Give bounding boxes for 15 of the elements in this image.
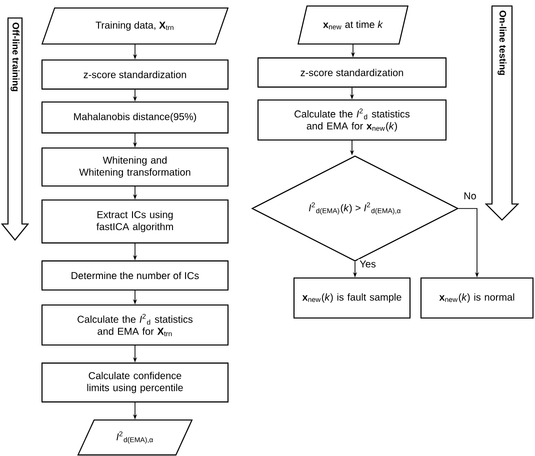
process-box: Determine the number of ICs: [41, 260, 229, 291]
process-box: Calculate the I$^{2}$$_{d}$ statistics and EMA for X$_{trn}$: [41, 304, 229, 346]
process-box: z-score standardization: [257, 57, 447, 88]
process-box: Whitening and Whitening transformation: [41, 147, 229, 187]
process-box: x$_{new}$(k) is normal: [420, 277, 534, 319]
edge-label: Yes: [358, 259, 378, 269]
edge-label: No: [462, 191, 478, 201]
process-box: Calculate confidence limits using percentile: [41, 362, 229, 402]
process-box: x$_{new}$(k) is fault sample: [293, 277, 411, 319]
phase-label: Off-line training: [10, 22, 20, 92]
process-box: Extract ICs using fastICA algorithm: [41, 200, 229, 244]
process-box: Mahalanobis distance(95%): [41, 102, 229, 134]
phase-label: On-line testing: [498, 10, 506, 75]
process-box: z-score standardization: [41, 59, 229, 90]
process-box: Calculate the I$^{2}$$_{d}$ statistics and EMA for x$_{new}$(k): [257, 99, 447, 141]
